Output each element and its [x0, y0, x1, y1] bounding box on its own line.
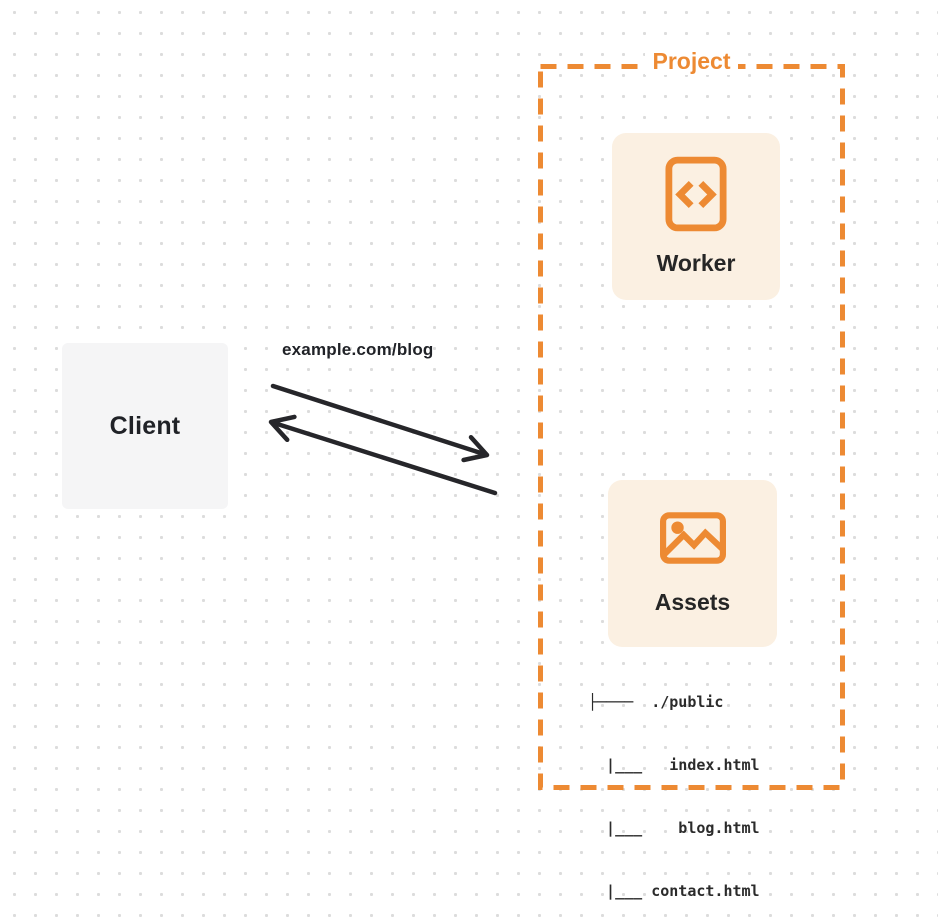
image-icon: [659, 511, 726, 569]
client-node: Client: [62, 343, 228, 509]
request-arrow: [270, 383, 490, 463]
worker-node: Worker: [612, 133, 780, 300]
file-tree-line: ├──── ./public: [588, 693, 724, 711]
project-label: Project: [644, 48, 739, 75]
request-url-label: example.com/blog: [282, 340, 434, 359]
client-label: Client: [109, 411, 181, 440]
code-file-icon: [665, 156, 727, 237]
file-tree-line: |___ blog.html: [588, 819, 760, 837]
worker-label: Worker: [656, 250, 736, 276]
project-container: Project: [538, 48, 845, 790]
assets-node: Assets: [608, 480, 777, 647]
assets-label: Assets: [654, 588, 731, 615]
file-tree-line: |___ index.html: [588, 756, 760, 774]
file-tree-line: |___ contact.html: [588, 882, 760, 900]
response-arrow: [268, 414, 498, 496]
assets-file-tree: ├──── ./public |___ index.html |___ blog…: [588, 650, 760, 923]
